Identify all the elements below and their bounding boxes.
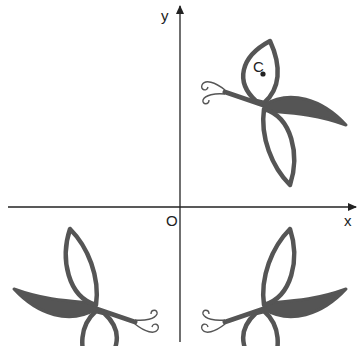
butterfly (202, 41, 346, 185)
axis-label: y (161, 8, 169, 23)
x-axis (8, 206, 356, 207)
butterfly-reflected (202, 229, 346, 346)
y-axis (179, 6, 180, 342)
axis-label: x (344, 213, 352, 228)
origin-label: O (166, 213, 178, 228)
butterfly-rotated (14, 229, 158, 346)
point-label: C (253, 59, 264, 74)
